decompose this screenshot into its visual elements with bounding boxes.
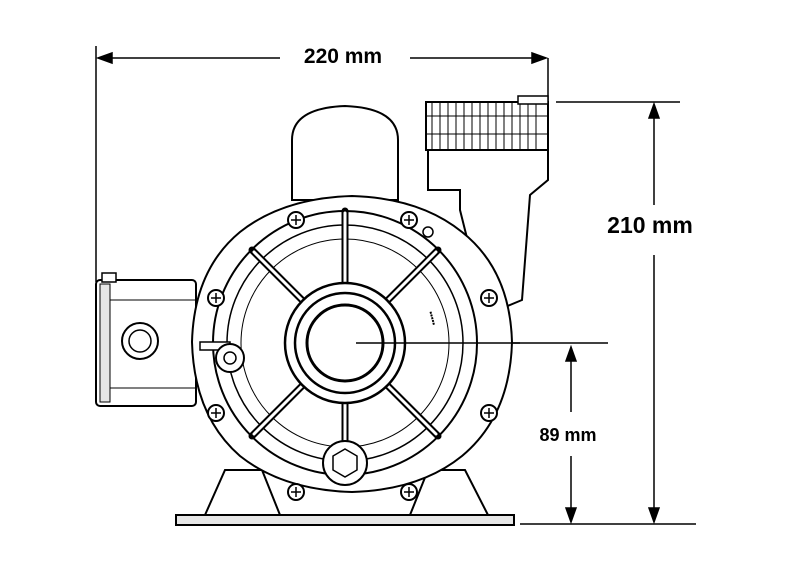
discharge-outlet: [425, 95, 549, 312]
drain-plug-hex: [332, 448, 358, 478]
volute-logo: ▪▪▪▪▪: [426, 310, 438, 326]
pump-body: ▪▪▪▪▪: [95, 95, 549, 526]
center-height-label: 89 mm: [539, 425, 596, 445]
bolt: [207, 404, 225, 422]
width-dimension: [95, 46, 549, 282]
bolt: [400, 483, 418, 501]
outlet-thread: [425, 101, 549, 151]
bolt: [480, 289, 498, 307]
height-arrowhead-bottom: [647, 507, 661, 525]
bolt: [287, 483, 305, 501]
junction-box: [95, 272, 197, 407]
center-arrowhead-top: [564, 344, 578, 362]
center-arrowhead-bottom: [564, 507, 578, 525]
bolt: [422, 226, 434, 238]
width-arrowhead-left: [95, 51, 113, 65]
side-fitting: [199, 341, 245, 373]
motor-hump: [291, 104, 399, 201]
bolt: [287, 211, 305, 229]
bolt: [207, 289, 225, 307]
bolt: [480, 404, 498, 422]
height-label: 210 mm: [607, 212, 693, 238]
flange-bolts: [207, 211, 498, 501]
width-label: 220 mm: [304, 45, 382, 68]
width-arrowhead-right: [531, 51, 549, 65]
height-arrowhead-top: [647, 101, 661, 119]
bolt: [400, 211, 418, 229]
height-dimension: [520, 101, 696, 525]
